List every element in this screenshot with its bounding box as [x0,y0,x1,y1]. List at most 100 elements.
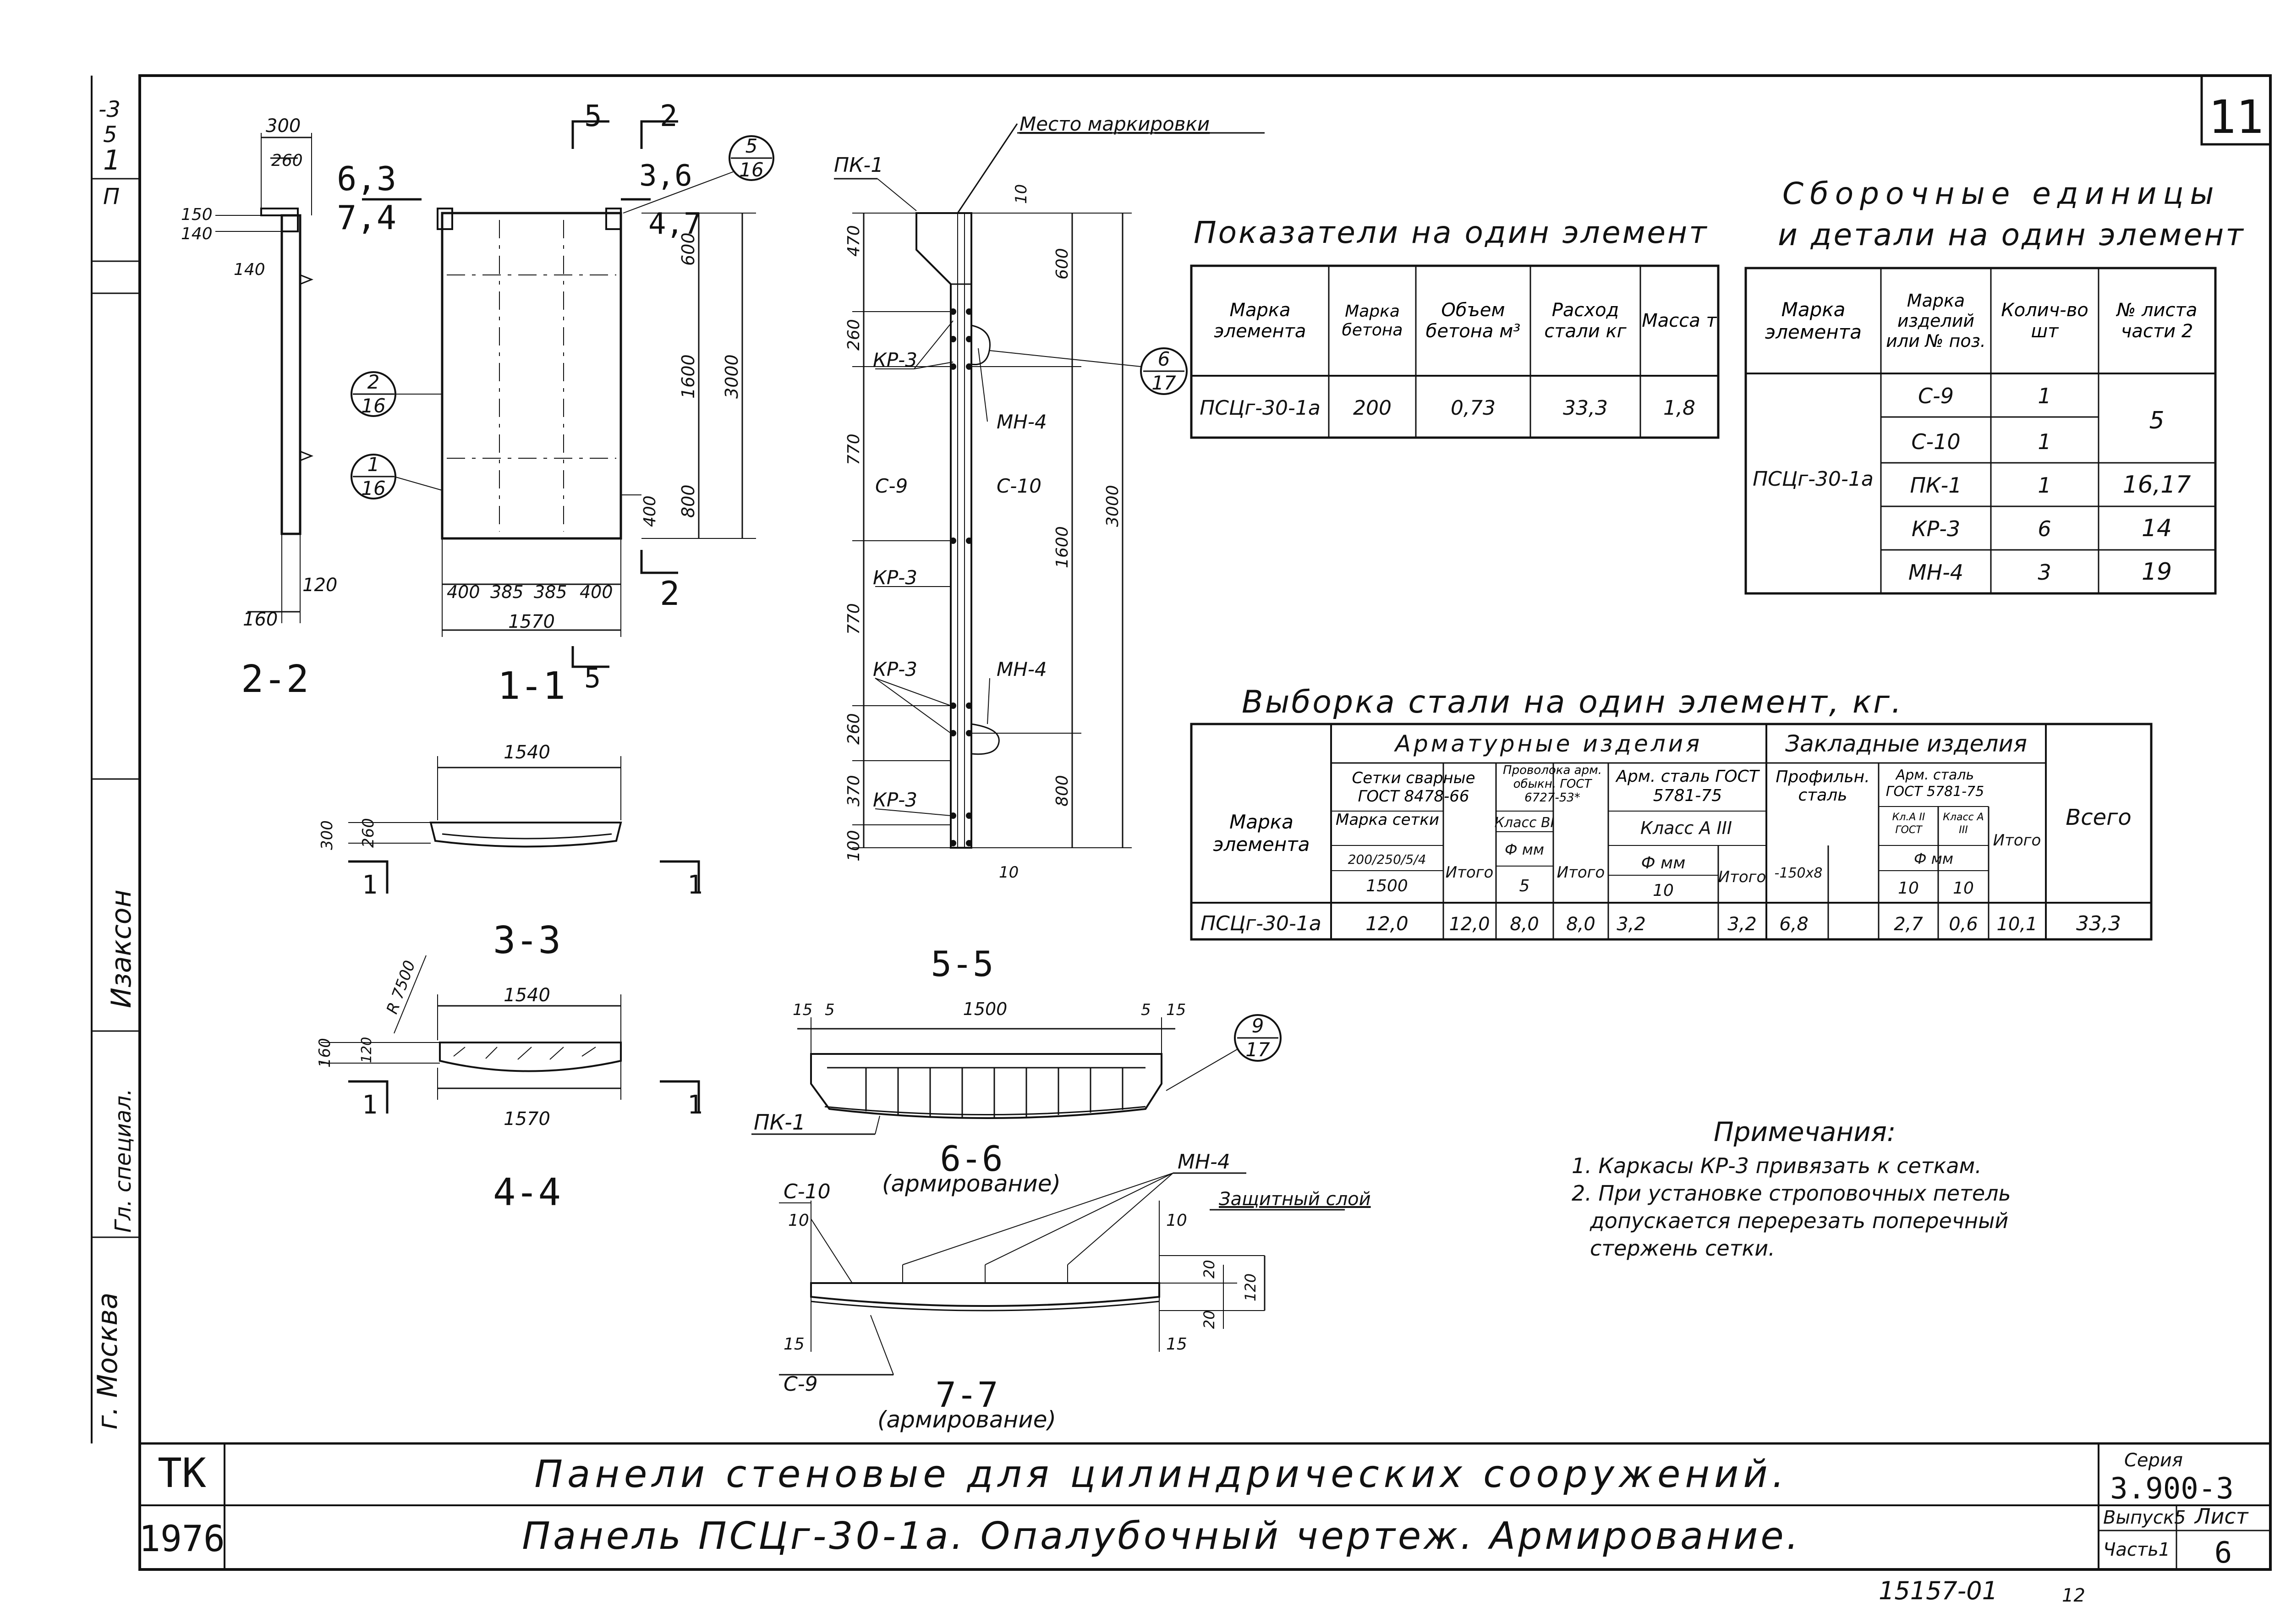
footer-page: 12 [2062,1585,2085,1606]
v11-dim-1570: 1570 [508,611,555,632]
v22-dim-160: 160 [243,609,278,630]
v55-dim-1500: 1500 [963,999,1008,1019]
table3-h-emb: Закладные изделия [1785,730,2027,757]
view-5-5 [751,1014,1282,1135]
v77-mark-c9: С-9 [784,1372,818,1396]
v77-dim-15b: 15 [1166,1335,1187,1354]
tb-series-label: Серия [2124,1450,2183,1471]
elev-marking-place: Место маркировки [1019,113,1210,135]
elev-callout-bottom: 17 [1151,372,1176,394]
elev-rdim-3000: 3000 [1103,485,1122,527]
tb-year: 1976 [139,1519,225,1560]
v66-label: 6-6 [940,1138,1003,1179]
notes-line-3: допускается перерезать поперечный [1589,1208,2008,1233]
sheet-number-top: 11 [2209,90,2264,144]
table3-h-wire: Проволока арм. обыкн. ГОСТ 6727-53* [1503,763,1602,805]
v22-dim-260: 260 [271,151,303,170]
table3-cell-steel: 3,2 [1617,914,1646,935]
v44-dim-radius: R 7500 [383,958,419,1016]
table3-h-emb-d: Ф мм [1914,850,1953,867]
elev-mark-pk1: ПК-1 [834,154,883,177]
elev-ldim-470: 470 [844,225,863,257]
elev-ldim-100: 100 [844,830,863,861]
view-7-7 [779,1172,1345,1376]
table3-h-mesh-size: 200/250/5/4 [1348,852,1426,867]
table2-element: ПСЦг-30-1а [1753,467,1874,491]
elev-rdim-10b: 10 [999,863,1019,882]
v77-mark-mn4: МН-4 [1178,1150,1230,1174]
table3-h-wire-class: Класс ВI [1495,815,1555,831]
v55-dim-15b: 15 [1166,1001,1186,1019]
table3-h-sum-2: Итого [1557,863,1605,882]
v55-dim-5b: 5 [1141,1001,1151,1019]
elev-ldim-770b: 770 [844,603,863,635]
v11-dim-400a: 400 [447,582,480,602]
table2-row4-sheet: 14 [2142,515,2172,542]
v11-dim-3000: 3000 [722,354,742,399]
v77-dim-20b: 20 [1200,1310,1218,1329]
v55-callout-top: 9 [1252,1015,1264,1037]
table1-h-mark: Марка элемента [1214,300,1306,342]
table1-cell-volume: 0,73 [1451,396,1496,420]
table3-h-mark: Марка элемента [1213,811,1310,856]
view-3-3 [348,756,700,894]
strip-text-4: П [103,184,120,209]
v11-callout1-top: 5 [745,135,758,157]
table2-row3-qty: 1 [2038,473,2051,498]
table1-title: Показатели на один элемент [1194,215,1709,250]
tb-series: 3.900-3 [2110,1472,2234,1506]
v33-dim-1540: 1540 [504,742,550,763]
v11-dim-385b: 385 [534,582,567,602]
notes-line-1: 1. Каркасы КР-3 привязать к сеткам. [1572,1153,1982,1178]
v55-label: 5-5 [931,944,993,984]
v11-callout3-bottom: 16 [361,477,385,499]
strip-text-2: 5 [103,122,117,148]
table3-cell-emb1: 2,7 [1894,914,1923,935]
table1-cell-concrete: 200 [1353,396,1392,420]
sheet-frame [91,74,2272,1571]
table3-h-mesh: Сетки сварные ГОСТ 8478-66 [1352,769,1475,806]
table3-h-emb-steel: Арм. сталь ГОСТ 5781-75 [1886,767,1984,800]
table2-row5-qty: 3 [2038,560,2051,585]
table2-row4-mark: КР-3 [1912,516,1960,541]
table3-cell-mesh: 12,0 [1365,912,1409,935]
v11-dim-1600: 1600 [678,354,698,399]
elev-rdim-1600: 1600 [1053,526,1072,568]
table1-h-volume: Объем бетона м³ [1426,300,1521,342]
v11-cut-2: 2 [660,99,678,133]
v33-label: 3-3 [493,919,561,962]
tb-sheet-label: Лист [2194,1504,2249,1529]
elev-mark-kr3-b: КР-3 [873,566,917,589]
v55-dim-15a: 15 [793,1001,812,1019]
elev-mark-kr3-d: КР-3 [873,789,917,811]
tb-sheet-no: 6 [2214,1536,2232,1570]
v66-sublabel: (армирование) [882,1170,1061,1197]
notes-title: Примечания: [1714,1116,1896,1147]
v33-dim-300: 300 [318,820,336,850]
v11-cut-5: 5 [584,99,602,133]
v22-dim-140b: 140 [234,260,265,279]
footer-number: 15157-01 [1879,1576,1998,1605]
elev-mark-c9: С-9 [875,475,908,497]
v55-callout-bottom: 17 [1245,1038,1270,1061]
view-1-1 [351,120,774,668]
table2-row3-mark: ПК-1 [1910,473,1962,498]
elev-ldim-770a: 770 [844,433,863,465]
table3-h-sum-1: Итого [1446,863,1494,882]
elev-mark-mn4-b: МН-4 [997,658,1047,680]
v11-callout2-top: 2 [367,371,380,393]
table3-cell-mesh-sum: 12,0 [1449,914,1490,935]
table1-cell-mass: 1,8 [1663,396,1695,420]
v11-dim-385a: 385 [490,582,524,602]
v11-dim-400b: 400 [580,582,613,602]
view-4-4 [321,955,700,1114]
elev-ldim-370: 370 [844,775,863,807]
v11-callout3-top: 1 [367,453,380,476]
elev-rdim-600: 600 [1053,248,1072,280]
table2-row2-mark: С-10 [1911,429,1960,454]
v11-cut-74: 7,4 [337,198,396,237]
elev-callout-top: 6 [1158,348,1170,370]
v77-dim-10b: 10 [1166,1211,1187,1230]
v44-cut-left: 1 [362,1090,378,1120]
v77-dim-15a: 15 [784,1335,805,1354]
